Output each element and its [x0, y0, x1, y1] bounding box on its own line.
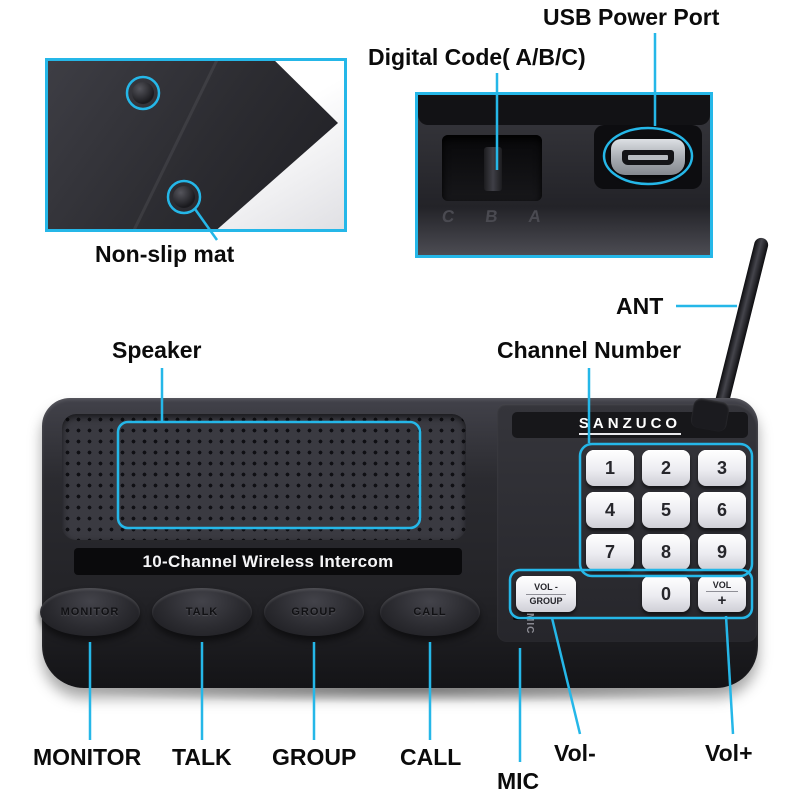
ports-top-ledge [418, 95, 710, 125]
speaker-grille [62, 414, 466, 540]
key-vol-group-bottom-label: GROUP [529, 595, 563, 606]
callout-vol-plus: Vol+ [705, 740, 753, 766]
key-vol-plus: VOL + [698, 576, 746, 612]
group-button: GROUP [264, 588, 364, 636]
callout-digital-code: Digital Code( A/B/C) [368, 44, 586, 70]
callout-ant: ANT [616, 293, 664, 319]
monitor-button-label: MONITOR [60, 606, 120, 618]
code-letter-a: A [527, 207, 544, 226]
key-5: 5 [642, 492, 690, 528]
code-letter-b: B [484, 207, 500, 226]
key-1: 1 [586, 450, 634, 486]
usb-port [611, 139, 685, 175]
brand-text: SANZUCO [578, 415, 682, 435]
key-6: 6 [698, 492, 746, 528]
key-2: 2 [642, 450, 690, 486]
callout-mic: MIC [497, 768, 540, 794]
callout-usb-power-port: USB Power Port [543, 4, 720, 30]
key-8: 8 [642, 534, 690, 570]
group-button-label: GROUP [291, 606, 337, 618]
callout-talk: TALK [172, 744, 232, 770]
code-switch [484, 147, 502, 191]
key-0: 0 [642, 576, 690, 612]
key-vol-plus-symbol: + [717, 592, 727, 610]
key-3: 3 [698, 450, 746, 486]
key-vol-plus-top-label: VOL [712, 579, 732, 590]
callout-channel-number: Channel Number [497, 337, 682, 363]
callout-speaker: Speaker [112, 337, 202, 363]
rubber-foot [173, 186, 195, 208]
key-9: 9 [698, 534, 746, 570]
usb-slot [622, 150, 674, 165]
usb-tab [628, 155, 668, 160]
code-letters: C B A [441, 207, 544, 227]
call-button-label: CALL [413, 606, 447, 618]
key-vol-group-top-label: VOL - [534, 582, 558, 593]
display-text: 10-Channel Wireless Intercom [142, 551, 394, 571]
talk-button-label: TALK [185, 606, 219, 618]
inset-ports-view: C B A [415, 92, 713, 258]
key-4: 4 [586, 492, 634, 528]
display-strip: 10-Channel Wireless Intercom [74, 548, 462, 575]
inset-bottom-view [45, 58, 347, 232]
code-recess [442, 135, 542, 201]
code-letter-c: C [440, 207, 457, 226]
rubber-foot [132, 82, 154, 104]
talk-button: TALK [152, 588, 252, 636]
callout-vol-minus: Vol- [554, 740, 596, 766]
mic-print-label: MIC [524, 613, 535, 635]
key-divider [525, 593, 567, 595]
callout-monitor: MONITOR [33, 744, 142, 770]
call-button: CALL [380, 588, 480, 636]
monitor-button: MONITOR [40, 588, 140, 636]
callout-group: GROUP [272, 744, 357, 770]
callout-non-slip-mat: Non-slip mat [95, 241, 235, 267]
callout-call: CALL [400, 744, 462, 770]
key-7: 7 [586, 534, 634, 570]
device-underside [48, 61, 338, 229]
antenna-hinge [689, 397, 731, 433]
key-vol-group: VOL - GROUP [516, 576, 576, 612]
